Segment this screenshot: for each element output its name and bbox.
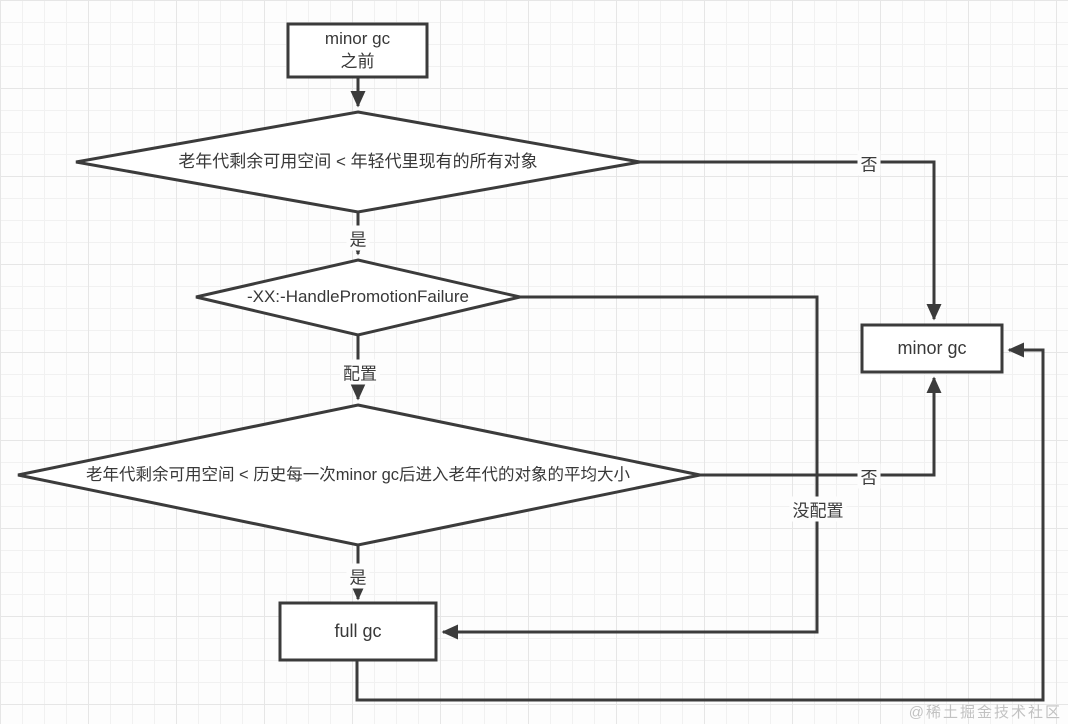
decision3-label: 老年代剩余可用空间 < 历史每一次minor gc后进入老年代的对象的平均大小 (85, 466, 631, 484)
watermark: @稀土掘金技术社区 (908, 704, 1062, 721)
edge-label-not-configured: 没配置 (789, 496, 847, 522)
edge-fullgc-loop-to-minorgc (355, 342, 1045, 702)
edge-notconfigured-decision2-to-fullgc (441, 295, 819, 640)
minorgc-node-label: minor gc (897, 338, 967, 358)
edge-no-decision1-to-minorgc (640, 160, 942, 321)
fullgc-node-label: full gc (334, 621, 382, 641)
edge-label-configured: 配置 (340, 359, 380, 385)
decision2-shape (195, 258, 521, 337)
start-node-label-line2: 之前 (340, 51, 375, 71)
decision1-shape (75, 110, 641, 214)
edge-label-yes-2: 是 (346, 563, 370, 589)
decision1-label: 老年代剩余可用空间 < 年轻代里现有的所有对象 (178, 152, 538, 171)
edge-label-yes-1: 是 (346, 225, 370, 251)
edge-no-decision3-to-minorgc (700, 376, 942, 477)
minorgc-node-shape (860, 323, 1004, 374)
start-node-label-line1: minor gc (324, 28, 391, 48)
fullgc-node-shape (278, 601, 438, 662)
edge-label-no-1: 否 (857, 150, 881, 176)
decision2-label: -XX:-HandlePromotionFailure (246, 287, 470, 306)
decision3-shape (17, 403, 701, 547)
start-node-shape (286, 22, 429, 79)
start-node: minor gc 之前 (288, 24, 427, 77)
edge-label-no-2: 否 (857, 463, 881, 489)
